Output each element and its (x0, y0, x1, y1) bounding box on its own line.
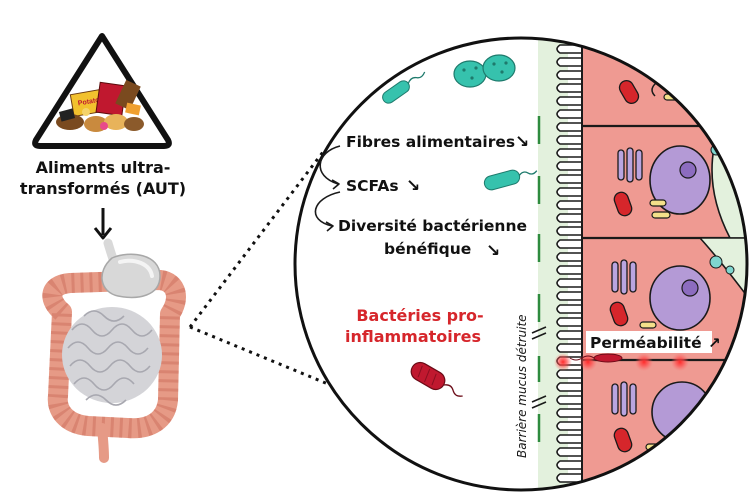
microvillus (556, 486, 582, 490)
microvillus (556, 38, 582, 41)
causal-arrows (314, 145, 341, 232)
microvillus (556, 265, 582, 275)
permeability-label: Perméabilité (590, 334, 702, 352)
microvillus (556, 57, 582, 67)
microvillus (556, 187, 582, 197)
microvillus (556, 122, 582, 132)
permeability-label-bg (586, 331, 712, 353)
proinflam-label-line1: Bactéries pro- (356, 306, 483, 325)
epithelial-cell-3 (609, 255, 735, 331)
microvillus (556, 44, 582, 54)
pro-inflammatory-bacterium-icon (410, 361, 463, 397)
microvillus (556, 421, 582, 431)
microvillus (556, 278, 582, 288)
leaky-gut-spots (554, 353, 689, 371)
microvillus (556, 239, 582, 249)
barrier-break-icon (531, 326, 547, 409)
teal-cocci-icon (453, 54, 516, 88)
microvillus (556, 226, 582, 236)
microvillus (556, 70, 582, 80)
fibres-decrease-arrow: ↘ (515, 132, 529, 152)
epithelial-cell-2 (613, 144, 722, 219)
microvillus (556, 161, 582, 171)
microvillus (556, 304, 582, 314)
microvillus (556, 148, 582, 158)
microvillus (556, 135, 582, 145)
microvillus (556, 96, 582, 106)
teal-bacterium-2-icon (483, 169, 538, 191)
scfas-decrease-arrow: ↘ (406, 176, 420, 196)
microvillus (556, 408, 582, 418)
down-arrow-icon (93, 208, 113, 240)
diversity-label-line2: bénéfique (384, 240, 471, 258)
mucus-barrier-label: Barrière mucus détruite (515, 314, 529, 458)
microvillus (556, 330, 582, 340)
microvillus (556, 109, 582, 119)
beneficial-bacteria-icons (382, 54, 538, 191)
microvillus (556, 174, 582, 184)
teal-bacterium-icon (382, 71, 426, 104)
proinflam-label-line2: inflammatoires (345, 327, 481, 346)
microvillus (556, 382, 582, 392)
microvillus (556, 213, 582, 223)
microvillus (556, 343, 582, 353)
microvillus (556, 473, 582, 483)
crossing-bacterium-icon (569, 353, 623, 363)
aut-label-line1: Aliments ultra- (36, 158, 171, 177)
microvillus (556, 447, 582, 457)
microvillus (556, 252, 582, 262)
permeability-increase-arrow: ↗ (708, 334, 721, 352)
diversity-decrease-arrow: ↘ (486, 241, 500, 261)
microvillus (556, 434, 582, 444)
microvillus (556, 83, 582, 93)
zoom-connector-lines (188, 151, 358, 398)
ultra-processed-food-icon: Potato (32, 33, 172, 149)
diversity-label-line1: Diversité bactérienne (338, 217, 527, 235)
microvillus (556, 291, 582, 301)
aut-label-line2: transformés (AUT) (20, 179, 186, 198)
microvillus (556, 200, 582, 210)
food-brand-text: Potato (77, 97, 100, 108)
microvillus (556, 317, 582, 327)
digestive-tract-illustration (42, 238, 186, 463)
microvillus (556, 395, 582, 405)
microvillus (556, 460, 582, 470)
fibres-label: Fibres alimentaires (346, 133, 515, 151)
scfas-label: SCFAs (346, 177, 399, 195)
microvillus (556, 369, 582, 379)
